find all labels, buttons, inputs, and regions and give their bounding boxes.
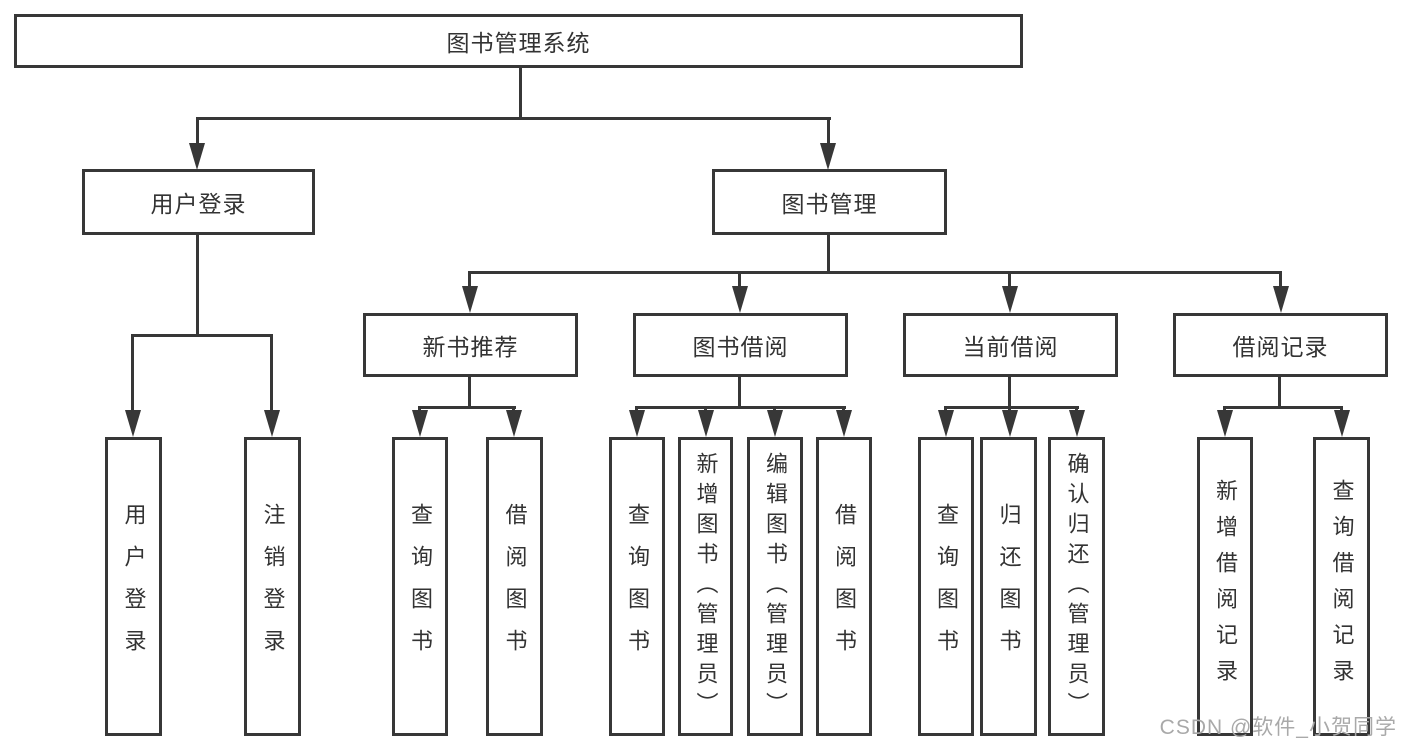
connector-line [468,271,1282,274]
node-new-book-recommend: 新书推荐 [363,313,578,377]
connector-line [827,117,830,145]
connector-line [738,377,741,408]
connector-line [468,271,471,287]
connector-line [635,406,638,413]
node-book-management: 图书管理 [712,169,947,235]
leaf-user-login: 用户登录 [105,437,162,736]
connector-line [773,406,776,413]
node-current-borrow: 当前借阅 [903,313,1118,377]
arrow-down-icon [1002,286,1018,313]
connector-line [635,406,846,409]
connector-line [418,406,421,413]
arrow-down-icon [836,410,852,437]
connector-line [1278,377,1281,408]
connector-line [512,406,515,413]
connector-line [1008,377,1011,408]
connector-line [1075,406,1078,413]
arrow-down-icon [767,410,783,437]
leaf-logout: 注销登录 [244,437,301,736]
arrow-down-icon [264,410,280,437]
root-node: 图书管理系统 [14,14,1023,68]
arrow-down-icon [189,143,205,170]
connector-line [1279,271,1282,287]
connector-line [1223,406,1343,409]
arrow-down-icon [732,286,748,313]
leaf-query-books-1: 查询图书 [392,437,448,736]
connector-line [196,117,831,120]
connector-line [1223,406,1226,413]
csdn-watermark: CSDN @软件_小贺同学 [1159,716,1397,739]
connector-line [704,406,707,413]
node-borrow-records: 借阅记录 [1173,313,1388,377]
connector-line [827,235,830,274]
connector-line [1008,271,1011,287]
connector-line [418,406,516,409]
leaf-edit-books-admin: 编辑图书（管理员） [747,437,803,736]
connector-line [131,334,134,411]
connector-line [1008,406,1011,413]
arrow-down-icon [125,410,141,437]
connector-line [196,117,199,145]
arrow-down-icon [1334,410,1350,437]
leaf-return-books: 归还图书 [980,437,1037,736]
connector-line [270,334,273,411]
connector-line [738,271,741,287]
connector-line [944,406,1079,409]
leaf-query-books-2: 查询图书 [609,437,665,736]
connector-line [519,68,522,118]
arrow-down-icon [1273,286,1289,313]
arrow-down-icon [506,410,522,437]
leaf-borrow-books-1: 借阅图书 [486,437,543,736]
leaf-add-borrow-record: 新增借阅记录 [1197,437,1253,736]
arrow-down-icon [412,410,428,437]
leaf-confirm-return-admin: 确认归还（管理员） [1048,437,1105,736]
arrow-down-icon [820,143,836,170]
leaf-borrow-books-2: 借阅图书 [816,437,872,736]
connector-line [1340,406,1343,413]
arrow-down-icon [629,410,645,437]
arrow-down-icon [698,410,714,437]
connector-line [131,334,273,337]
leaf-query-borrow-record: 查询借阅记录 [1313,437,1370,736]
connector-line [944,406,947,413]
node-book-borrow: 图书借阅 [633,313,848,377]
leaf-add-books-admin: 新增图书（管理员） [678,437,733,736]
arrow-down-icon [938,410,954,437]
connector-line [196,235,199,336]
arrow-down-icon [1002,410,1018,437]
arrow-down-icon [1217,410,1233,437]
leaf-query-books-3: 查询图书 [918,437,974,736]
node-user-login: 用户登录 [82,169,315,235]
connector-line [468,377,471,408]
arrow-down-icon [1069,410,1085,437]
connector-line [842,406,845,413]
arrow-down-icon [462,286,478,313]
